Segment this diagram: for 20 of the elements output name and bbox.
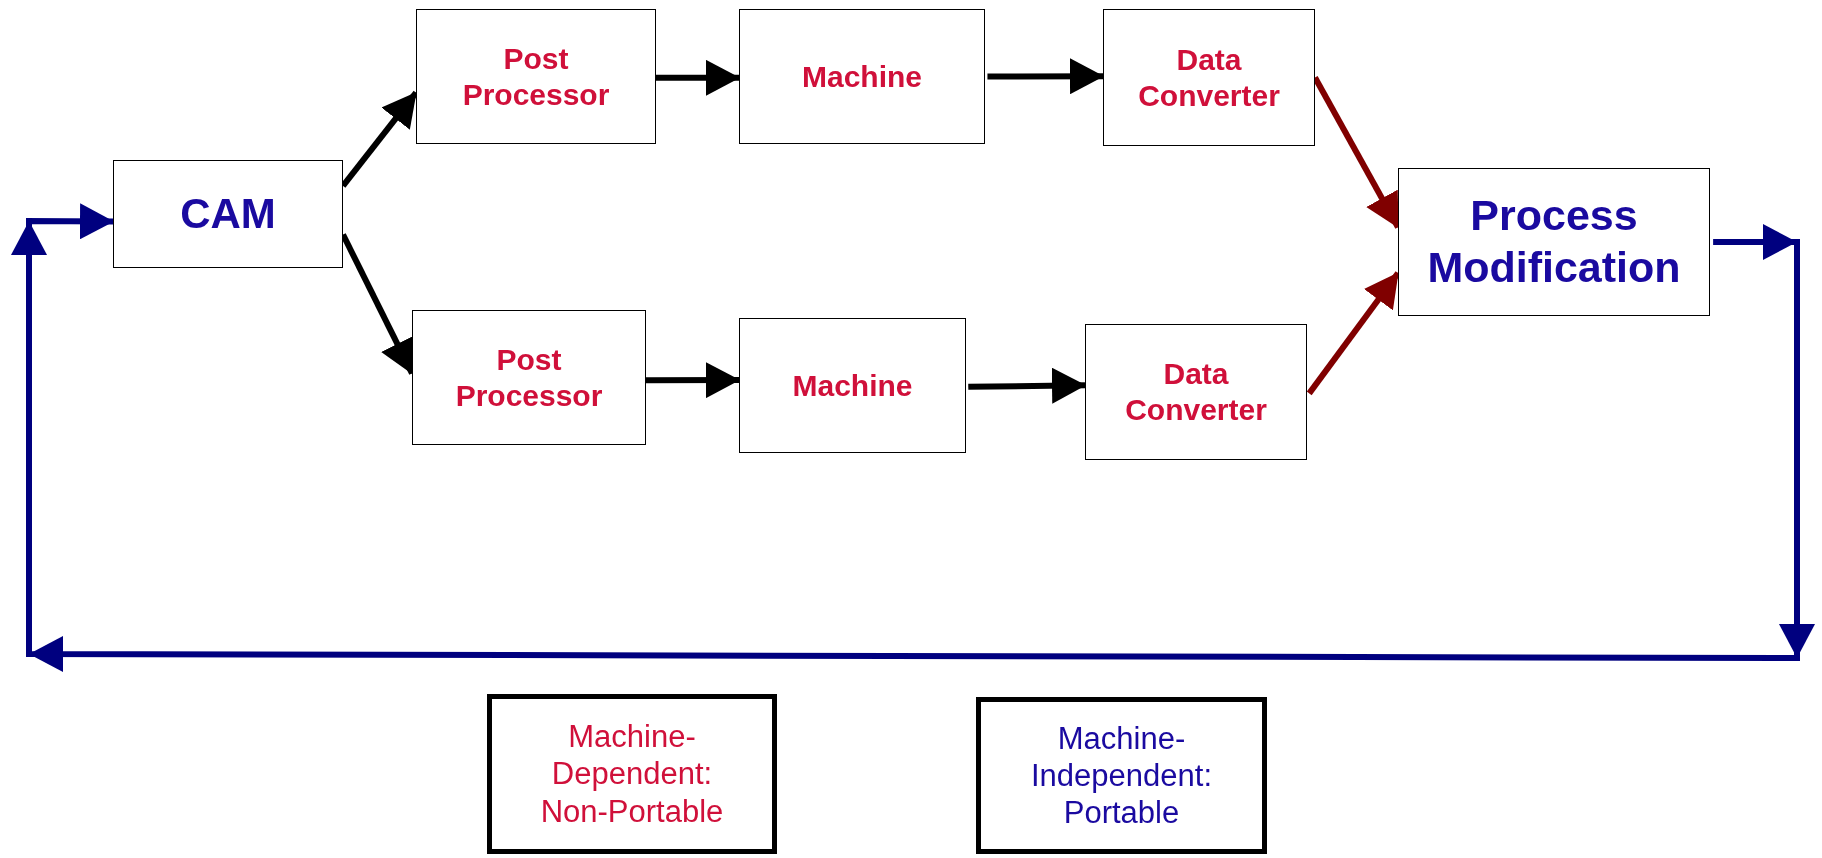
box-label: Machine-Independent: Portable: [1030, 719, 1213, 832]
box-label: CAM: [179, 188, 277, 239]
box-label: Data Converter: [1137, 41, 1281, 114]
process-box: [412, 310, 646, 445]
process-box: [416, 9, 656, 144]
box-label: Post Processor: [454, 341, 604, 414]
box-label: Data Converter: [1124, 356, 1268, 428]
box-label: Machine-Dependent: Non-Portable: [539, 718, 725, 830]
box-label: Post Processor: [461, 40, 611, 113]
process-box: [1398, 168, 1710, 316]
process-box: [739, 9, 985, 144]
key-box: [487, 694, 777, 854]
box-label: Machine: [791, 367, 914, 404]
key-box: [976, 697, 1267, 854]
box-label: Machine: [801, 58, 923, 95]
process-box: [113, 160, 343, 268]
box-label: Process Modification: [1426, 190, 1682, 293]
process-box: [1085, 324, 1307, 460]
process-box: [1103, 9, 1315, 146]
process-box: [739, 318, 966, 453]
